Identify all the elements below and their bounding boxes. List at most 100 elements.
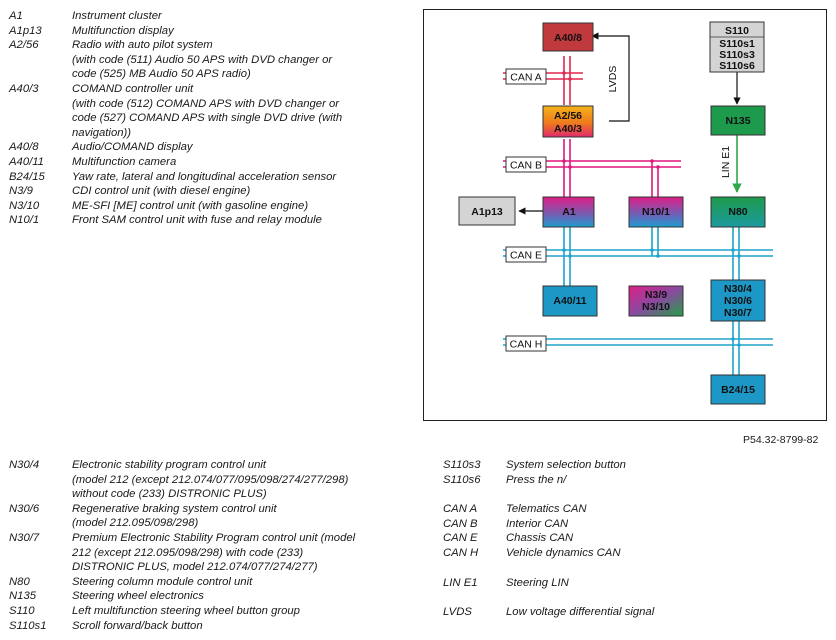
legend-code: N80 (9, 575, 30, 588)
legend-code: A40/3 (9, 82, 39, 95)
can-e-label-box: CAN E (505, 246, 547, 263)
svg-text:N30/4: N30/4 (724, 283, 752, 295)
can-h-bus (503, 321, 773, 375)
box-a1p13: A1p13 (458, 196, 516, 226)
legend-code: N30/6 (9, 502, 40, 515)
box-s110: S110 S110s1 S110s3 S110s6 (709, 21, 765, 73)
lin-e1-label: LIN E1 (720, 146, 732, 178)
box-b24-15: B24/15 (710, 374, 766, 405)
legend-row: A2/56 Radio with auto pilot system (9, 38, 414, 53)
svg-text:N30/6: N30/6 (724, 295, 752, 307)
lvds-label: LVDS (607, 66, 619, 93)
lvds-link (591, 32, 630, 122)
legend-row: N135 Steering wheel electronics (9, 589, 419, 604)
box-n10-1: N10/1 (628, 196, 684, 228)
legend-desc: (model 212.095/098/298) (72, 517, 199, 530)
box-a40-8: A40/8 (542, 22, 594, 52)
legend-row: A40/11 Multifunction camera (9, 155, 414, 170)
svg-text:N30/7: N30/7 (724, 307, 752, 319)
can-e-bus (503, 227, 773, 288)
svg-text:S110: S110 (725, 25, 749, 37)
legend-row: A1p13 Multifunction display (9, 24, 414, 39)
legend-row: (with code (511) Audio 50 APS with DVD c… (9, 53, 414, 68)
svg-text:S110s3: S110s3 (719, 49, 755, 61)
legend-row: code (527) COMAND APS with single DVD dr… (9, 111, 414, 126)
legend-code: N3/9 (9, 185, 33, 198)
svg-text:A1: A1 (562, 206, 576, 218)
legend-row: B24/15 Yaw rate, lateral and longitudinal… (9, 170, 414, 185)
legend-desc: (with code (512) COMAND APS with DVD cha… (72, 97, 340, 110)
svg-text:B24/15: B24/15 (721, 384, 755, 396)
box-n80: N80 (710, 196, 766, 228)
legend-desc: Radio with auto pilot system (72, 39, 213, 52)
legend-code: N10/1 (9, 214, 40, 227)
svg-text:N80: N80 (728, 206, 747, 218)
legend-desc: code (527) COMAND APS with single DVD dr… (72, 112, 343, 125)
legend-code: N135 (9, 590, 37, 603)
legend-desc: (model 212 (except 212.074/077/095/098/2… (72, 473, 349, 486)
legend-row: (model 212.095/098/298) (9, 516, 419, 531)
legend-desc: code (525) MB Audio 50 APS radio) (72, 68, 251, 81)
legend-desc: Premium Electronic Stability Program con… (72, 531, 356, 544)
legend-row: A40/3 COMAND controller unit (9, 82, 414, 97)
legend-row: code (525) MB Audio 50 APS radio) (9, 67, 414, 82)
legend-desc: DISTRONIC PLUS, model 212.074/077/274/27… (72, 561, 318, 574)
legend-desc: without code (233) DISTRONIC PLUS) (72, 488, 267, 501)
legend-row: (model 212 (except 212.074/077/095/098/2… (9, 473, 419, 488)
legend-code: N30/4 (9, 459, 40, 471)
legend-desc: Left multifunction steering wheel button… (72, 604, 300, 617)
legend-code: N3/10 (9, 199, 40, 212)
legend-desc: navigation)) (72, 126, 132, 139)
legend-desc: Multifunction display (72, 24, 174, 37)
legend-desc: COMAND controller unit (72, 82, 194, 95)
svg-text:CAN B: CAN B (510, 160, 542, 172)
legend-row: (with code (512) COMAND APS with DVD cha… (9, 97, 414, 112)
svg-text:N10/1: N10/1 (642, 206, 670, 218)
legend-code: A1p13 (9, 24, 42, 37)
legend-code: S110s1 (9, 619, 47, 632)
box-a40-11: A40/11 (542, 285, 598, 317)
legend-desc: Steering wheel electronics (72, 590, 204, 603)
legend-row: without code (233) DISTRONIC PLUS) (9, 487, 419, 502)
legend-code: A40/11 (9, 155, 44, 168)
box-a1: A1 (542, 196, 595, 228)
legend-row: N30/4 Electronic stability program contro… (9, 458, 419, 473)
legend-row: N10/1 Front SAM control unit with fuse an… (9, 213, 414, 228)
svg-text:A2/56: A2/56 (554, 110, 582, 122)
legend-desc: CDI control unit (with diesel engine) (72, 185, 251, 198)
box-n135: N135 (710, 105, 766, 136)
box-a2-56-a40-3: A2/56 A40/3 (542, 105, 594, 138)
legend-desc: Yaw rate, lateral and longitudinal accel… (72, 170, 337, 183)
svg-text:A1p13: A1p13 (471, 206, 503, 218)
svg-text:N3/9: N3/9 (645, 289, 667, 301)
legend-desc: Instrument cluster (72, 10, 162, 22)
svg-text:N135: N135 (725, 115, 750, 127)
legend-row: navigation)) (9, 126, 414, 141)
can-h-label-box: CAN H (505, 335, 547, 352)
legend-desc: ME-SFI [ME] control unit (with gasoline … (72, 199, 309, 212)
legend-desc: Multifunction camera (72, 155, 177, 168)
legend-code: B24/15 (9, 170, 45, 183)
legend-desc: Front SAM control unit with fuse and rel… (72, 214, 322, 227)
legend-code: A1 (9, 10, 23, 22)
svg-text:N3/10: N3/10 (642, 301, 670, 313)
legend-desc: Audio/COMAND display (72, 141, 193, 154)
legend-desc: Electronic stability program control uni… (72, 459, 267, 471)
legend-code: A2/56 (9, 39, 39, 52)
svg-text:A40/11: A40/11 (553, 295, 586, 307)
